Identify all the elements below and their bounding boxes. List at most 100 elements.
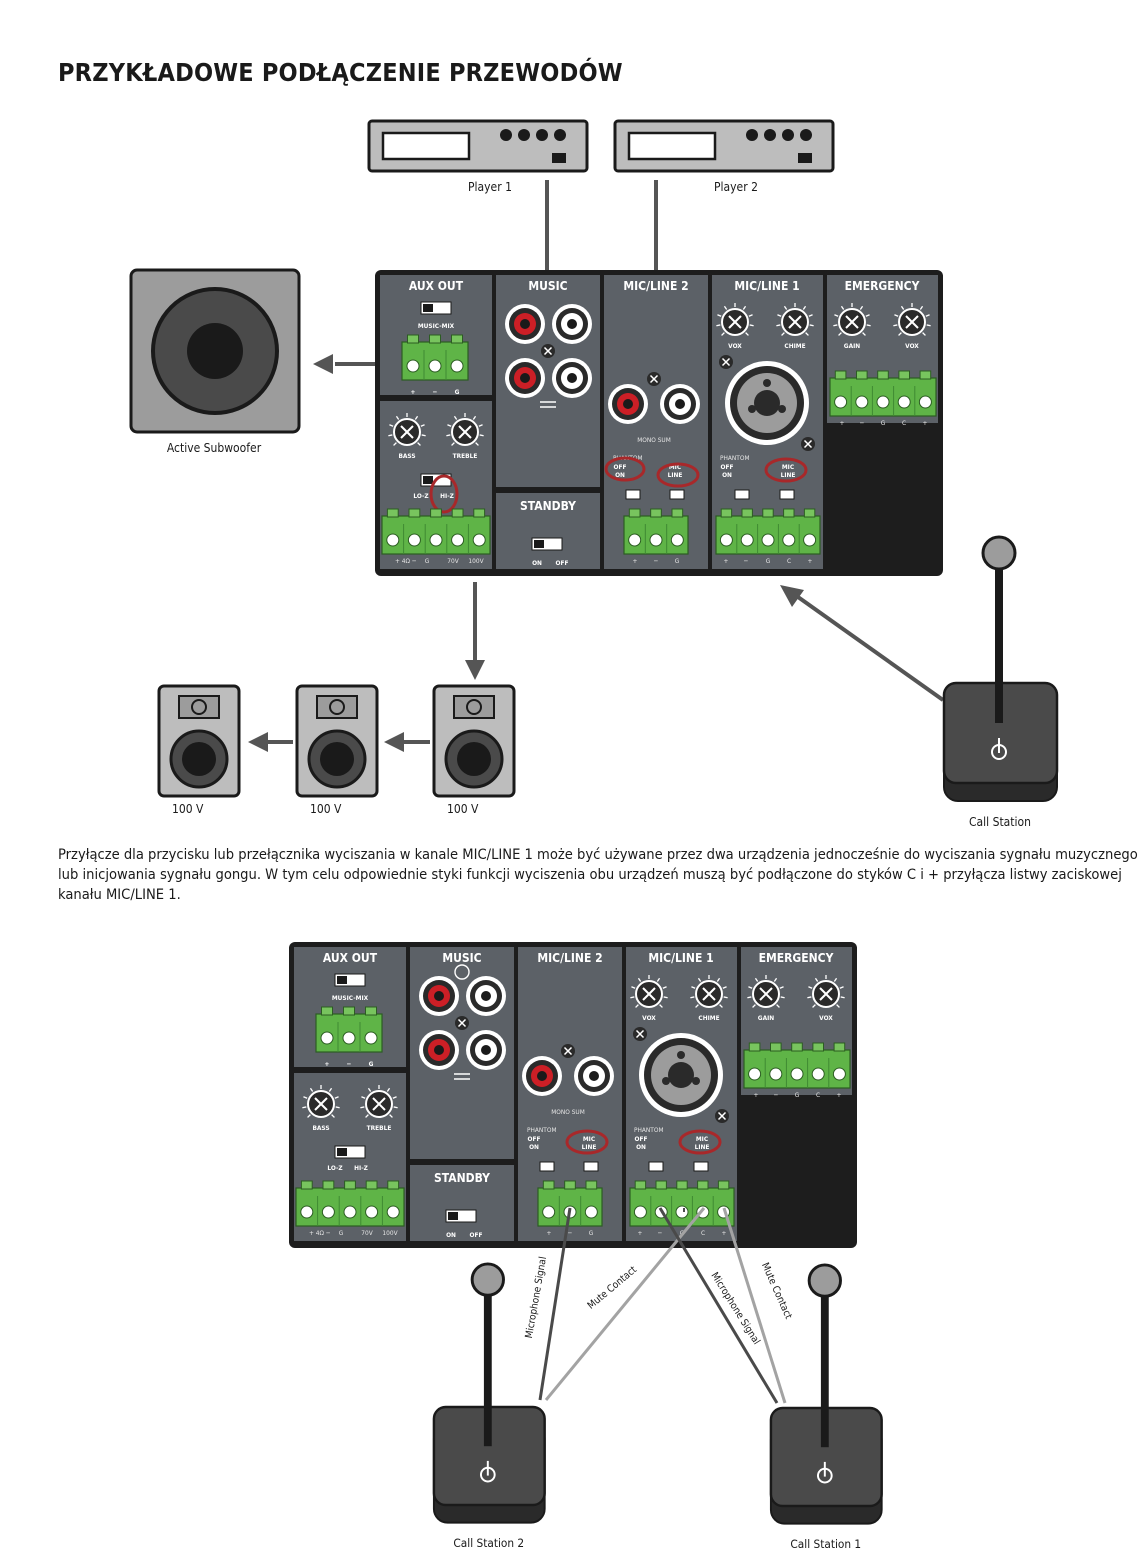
mic-line-1-label: MIC/LINE 1 [734,279,799,293]
dip-switch [693,1161,709,1172]
terminal-tab [671,508,684,518]
terminal-plus-label: + [411,388,416,396]
knob-tick [925,314,930,317]
line-label-1: LINE [695,1143,710,1151]
knob-tick [389,424,394,427]
knob-tick [395,415,400,420]
speaker-cone [182,742,216,776]
terminal-tab [365,1180,378,1190]
terminal-tab [451,508,464,518]
terminal-screw [769,1067,783,1081]
terminal-g-label: G [339,1229,344,1237]
knob-mark [400,425,414,439]
player-1-button [500,129,512,141]
xlr-pin [677,1051,685,1059]
terminal-g-label: G [369,1060,374,1068]
lo-z-label: LO-Z [327,1164,342,1172]
knob-tick [773,977,778,982]
knob-tick [302,1106,307,1109]
knob-tick [898,332,902,336]
knob-tick [334,1096,339,1099]
mic-highlight-2 [565,1129,609,1155]
mic-label-1: MIC [782,463,794,471]
terminal-screw [811,1067,825,1081]
knob-label: TREBLE [453,452,478,460]
terminal-screw [321,1205,335,1219]
knob-tick [748,314,753,317]
dip-switch [779,489,795,500]
terminal-plus-label: + [754,1091,759,1099]
terminal-4ohm-label: + 4Ω − [395,557,417,565]
music-mix-label: MUSIC-MIX [332,994,369,1002]
knob-tick [365,1114,369,1118]
speaker-cone [457,742,491,776]
line-label-2: LINE [582,1143,597,1151]
on-label: ON [532,559,542,567]
terminal-tab [473,508,486,518]
knob-tick [635,1004,639,1008]
call-station: Call Station [942,535,1059,829]
terminal-screw [472,533,486,547]
player-1-display [381,131,471,161]
terminal-screw [386,1205,400,1219]
knob-label: VOX [905,342,919,350]
terminal-screw [740,533,754,547]
knob-tick [392,1096,397,1099]
player-2-button [746,129,758,141]
terminal-screw [406,359,420,373]
knob-tick [393,442,397,446]
cs2-mic-signal-wire [538,1207,572,1401]
knob-tick [814,977,819,982]
slide-switch-knob [448,1212,458,1220]
terminal-tab [650,508,662,518]
knob-tick [309,1087,314,1092]
terminal-plus-label: + [638,1229,643,1237]
terminal-plus-label: + [923,419,928,427]
terminal-screw [450,359,464,373]
terminal-tab [783,508,795,518]
terminal-plus-label: + [724,557,729,565]
rca-jack-pin [675,399,685,409]
terminal-screw [584,1205,598,1219]
knob-tick [637,977,642,982]
knob-tick [749,324,754,327]
terminal-70v-label: 70V [447,557,458,565]
knob-tick [446,434,451,437]
terminal-tab [386,508,399,518]
knob-tick [777,314,782,317]
knob-tick [303,1096,308,1099]
knob-tick [781,332,785,336]
terminal-plus-label: + [325,1060,330,1068]
speaker-tweeter-box [316,695,358,719]
sum-icon [454,1073,470,1080]
subwoofer-cone [187,323,243,379]
dip-switch [669,489,685,500]
terminal-screw [897,395,911,409]
terminal-tab [676,1180,688,1190]
player-1-button [554,129,566,141]
terminal-tab [791,1042,803,1052]
terminal-tab [803,508,816,518]
terminal-tab [717,1180,730,1190]
speaker-tweeter [466,699,482,715]
player-2-label: Player 2 [714,180,758,194]
terminal-tab [344,1180,356,1190]
knob-tick [691,986,696,989]
rca-jack-pin [434,1045,444,1055]
terminal-minus-label: − [774,1091,779,1099]
knob-tick [331,1114,335,1118]
screw-mark [649,374,659,384]
speaker-label: 100 V [310,802,342,816]
knob-mark [819,987,833,1001]
on-label: ON [446,1231,456,1239]
knob-label: BASS [398,452,415,460]
knob-tick [776,324,781,327]
knob-label: CHIME [784,342,805,350]
terminal-screw [542,1205,556,1219]
player-2-button [782,129,794,141]
aux-out-label: AUX OUT [323,951,378,965]
call-station-label: Call Station 2 [453,1536,524,1550]
